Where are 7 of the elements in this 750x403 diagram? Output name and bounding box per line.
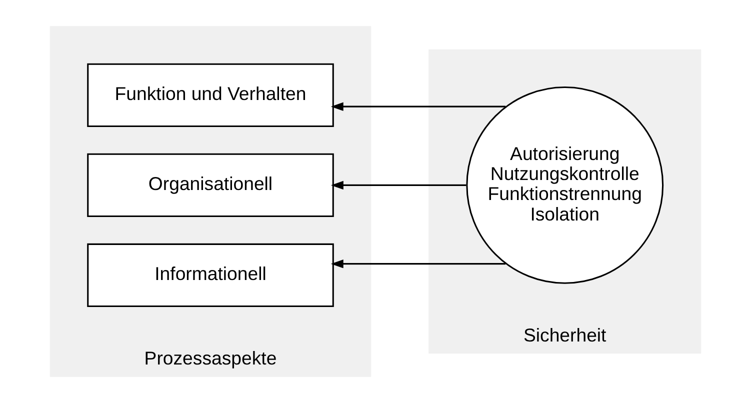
arrow — [330, 180, 466, 190]
arrow — [330, 259, 506, 268]
node-box: Funktion und Verhalten — [86, 63, 334, 127]
node-box: Informationell — [86, 243, 334, 308]
arrow — [330, 102, 506, 111]
node-circle: Autorisierung Nutzungskontrolle Funktionstrennung Isolation — [466, 86, 664, 284]
node-box: Organisationell — [86, 153, 334, 218]
